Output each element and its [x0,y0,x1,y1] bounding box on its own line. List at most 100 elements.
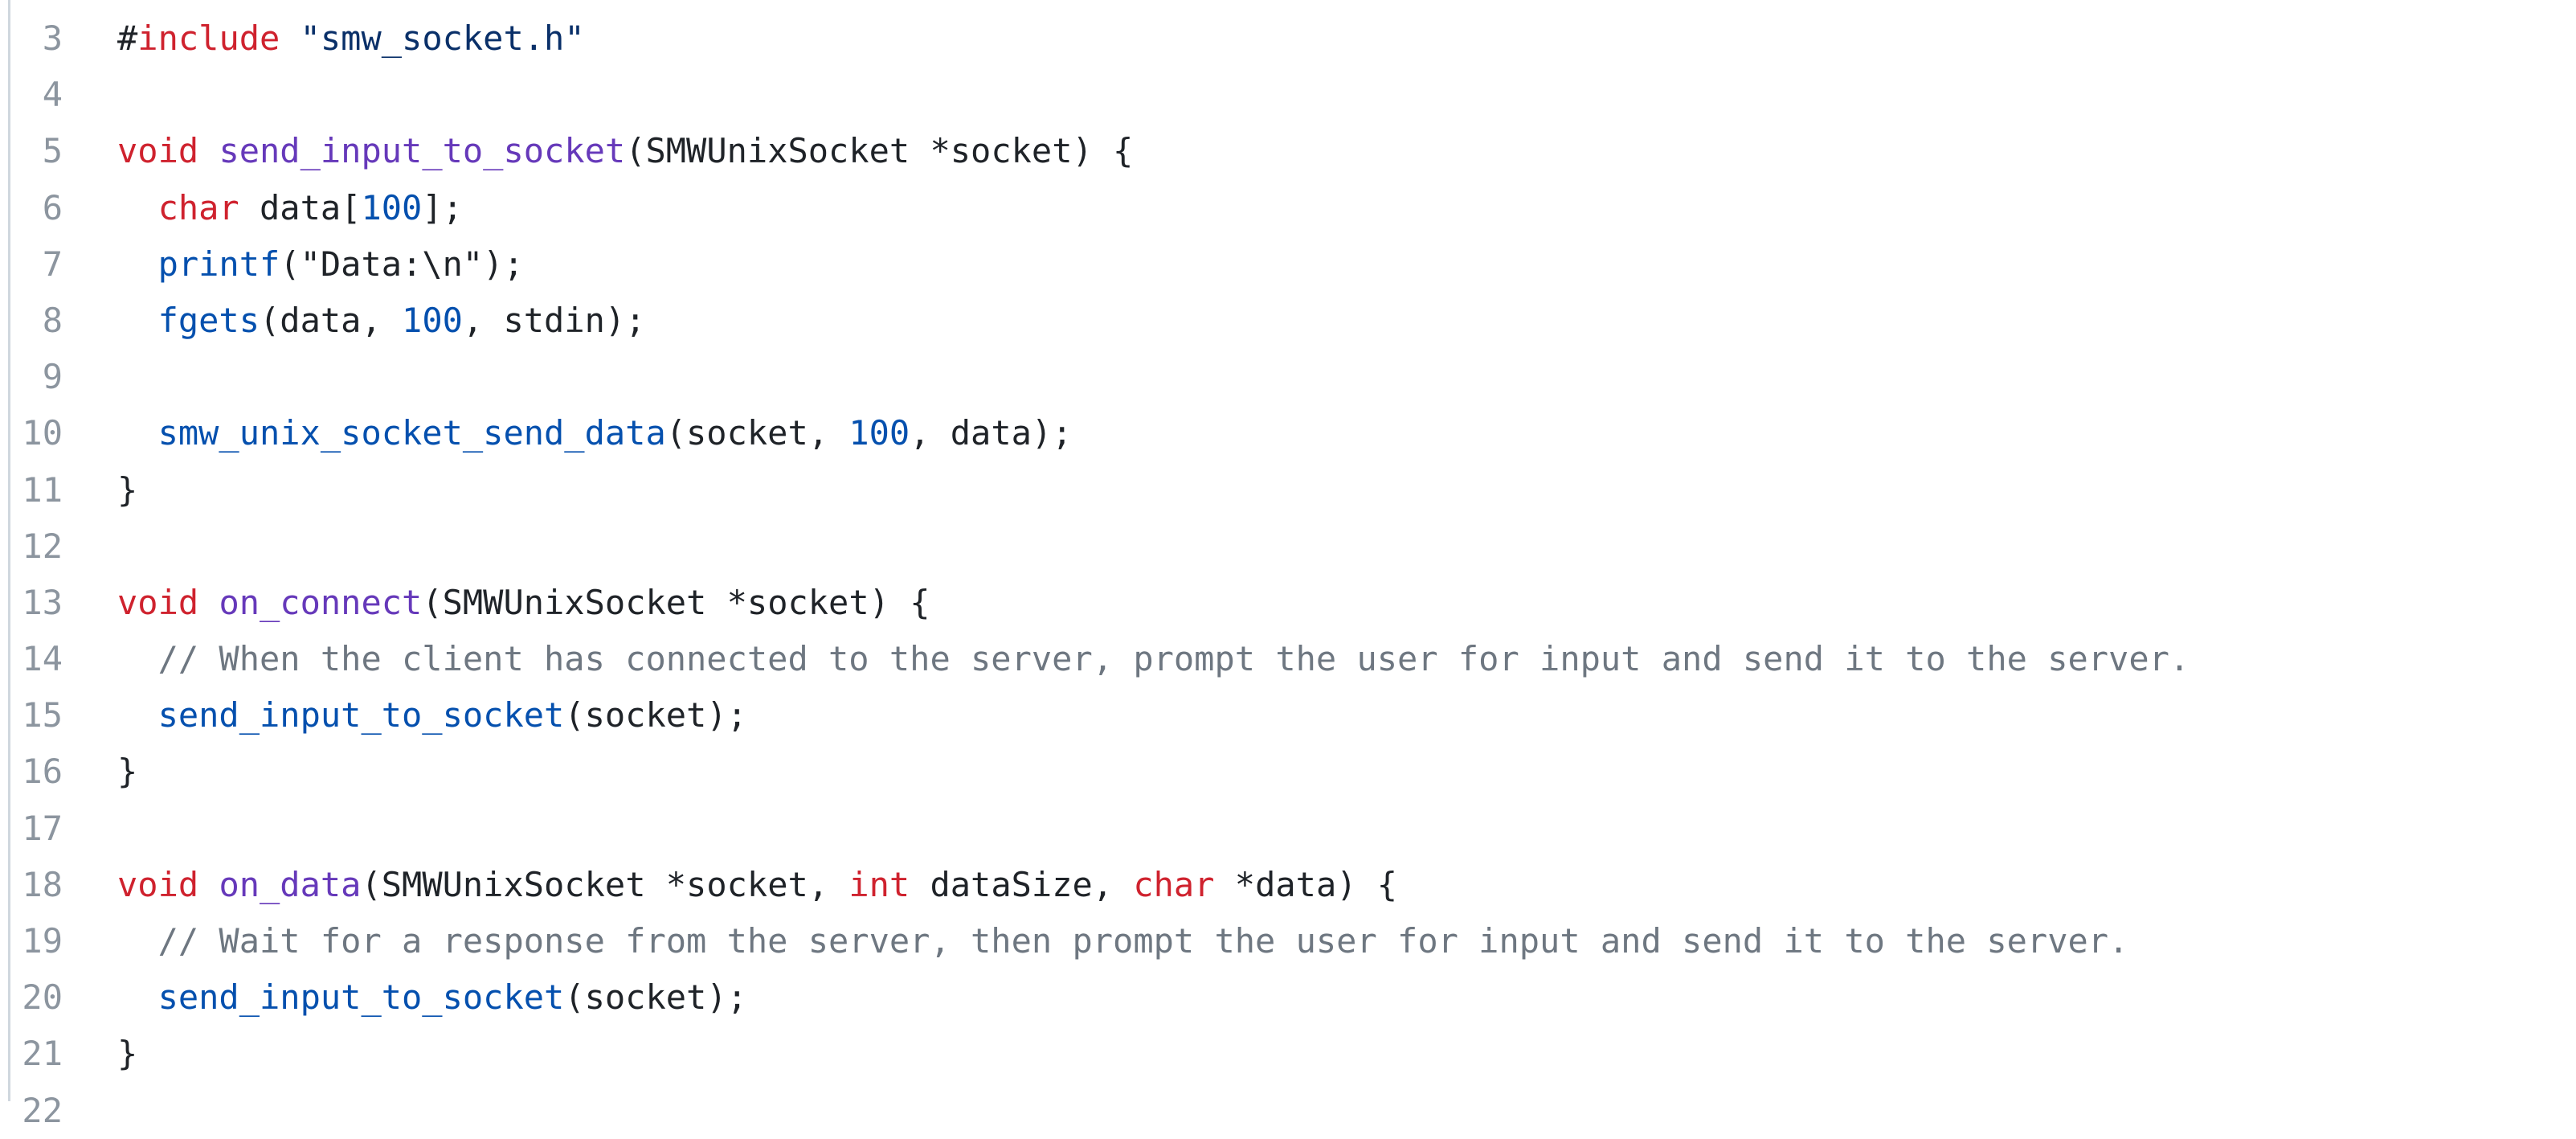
code-token [117,977,158,1017]
line-number: 3 [42,18,63,58]
code-text: #include "smw_socket.h" [117,10,585,67]
code-line: 8 fgets(data, 100, stdin); [0,293,2576,349]
code-token: (socket, [665,413,849,453]
line-number: 11 [22,469,63,510]
code-token: , stdin); [462,300,646,340]
function-call-token: send_input_to_socket [157,977,565,1018]
code-token [198,583,219,622]
code-text: } [117,1026,137,1082]
code-token: (data, [260,300,403,340]
code-text: void on_connect(SMWUnixSocket *socket) { [117,575,930,631]
code-line: 15 send_input_to_socket(socket); [0,687,2576,744]
code-viewer: 3 #include "smw_socket.h" 4 5 void send_inpu… [8,0,2190,1130]
code-line: 10 smw_unix_socket_send_data(socket, 100… [0,405,2576,461]
line-number: 9 [42,357,63,397]
line-number: 15 [22,695,63,735]
code-token: ("Data:\n"); [280,244,524,284]
code-text: char data[100]; [117,180,463,236]
code-token [280,18,300,58]
keyword-token: char [157,187,239,227]
code-text: smw_unix_socket_send_data(socket, 100, d… [117,405,1073,461]
keyword-token: void [117,131,199,171]
code-line: 6 char data[100]; [0,180,2576,236]
code-token [117,921,158,961]
comment-token: // Wait for a response from the server, … [157,921,2129,961]
function-name-token: on_data [219,864,362,904]
code-line: 16} [0,744,2576,800]
code-line: 20 send_input_to_socket(socket); [0,969,2576,1026]
function-call-token: fgets [157,300,260,340]
code-text: void send_input_to_socket(SMWUnixSocket … [117,123,1133,179]
code-token: data[ [239,187,362,227]
code-token: } [117,469,138,510]
code-text: } [117,744,137,800]
line-number: 8 [42,300,63,340]
keyword-token: void [117,582,199,622]
code-line: 5 void send_input_to_socket(SMWUnixSocket… [0,123,2576,179]
code-line: 17 [0,801,2576,857]
line-number: 22 [22,1090,63,1130]
code-token: dataSize, [910,864,1134,904]
code-text: // When the client has connected to the … [117,631,2190,687]
line-number: 6 [42,187,63,227]
keyword-token: void [117,864,199,904]
code-line: 18 void on_data(SMWUnixSocket *socket, in… [0,857,2576,913]
line-number: 4 [42,75,63,115]
code-text: // Wait for a response from the server, … [117,913,2129,969]
number-token: 100 [361,187,423,227]
code-token: (SMWUnixSocket *socket) { [422,582,930,622]
string-token: "smw_socket.h" [300,18,585,58]
code-token [117,413,158,453]
function-name-token: send_input_to_socket [219,131,626,171]
code-token [117,639,158,678]
line-number: 18 [22,864,63,904]
code-token: ]; [422,187,463,227]
keyword-token: char [1133,864,1215,904]
gutter-border [8,0,10,1101]
code-line: 21} [0,1026,2576,1082]
code-token [198,131,219,170]
number-token: 100 [848,413,910,453]
code-line: 9 [0,349,2576,405]
code-line: 19 // Wait for a response from the serve… [0,913,2576,969]
line-number: 12 [22,526,63,566]
keyword-token: include [137,18,280,58]
number-token: 100 [402,300,463,340]
line-number: 5 [42,131,63,171]
line-number: 13 [22,582,63,622]
code-token: (SMWUnixSocket *socket) { [625,131,1134,171]
code-token [117,244,158,284]
code-text: printf("Data:\n"); [117,236,524,293]
function-call-token: printf [157,244,280,284]
line-number: 17 [22,808,63,848]
code-text: send_input_to_socket(socket); [117,687,747,744]
code-token: (SMWUnixSocket *socket, [361,864,849,904]
function-name-token: on_connect [219,582,423,622]
code-text: send_input_to_socket(socket); [117,969,747,1026]
code-token [117,695,158,735]
code-line: 11} [0,462,2576,518]
line-number: 21 [22,1034,63,1074]
code-line: 4 [0,67,2576,123]
code-line: 12 [0,518,2576,575]
line-number: 7 [42,244,63,284]
code-text: } [117,462,137,518]
function-call-token: send_input_to_socket [157,695,565,735]
code-token: , data); [910,413,1073,453]
code-text: void on_data(SMWUnixSocket *socket, int … [117,857,1397,913]
code-token: (socket); [564,977,747,1018]
code-line: 3 #include "smw_socket.h" [0,10,2576,67]
line-number: 16 [22,752,63,792]
line-number: 10 [22,413,63,453]
line-number: 19 [22,921,63,961]
line-number: 20 [22,977,63,1018]
function-call-token: smw_unix_socket_send_data [157,413,666,453]
code-token: } [117,1034,138,1074]
code-token [198,865,219,904]
code-token [117,301,158,340]
comment-token: // When the client has connected to the … [157,639,2190,679]
line-number: 14 [22,639,63,679]
code-token: *data) { [1214,864,1398,904]
code-line: 13 void on_connect(SMWUnixSocket *socket)… [0,575,2576,631]
